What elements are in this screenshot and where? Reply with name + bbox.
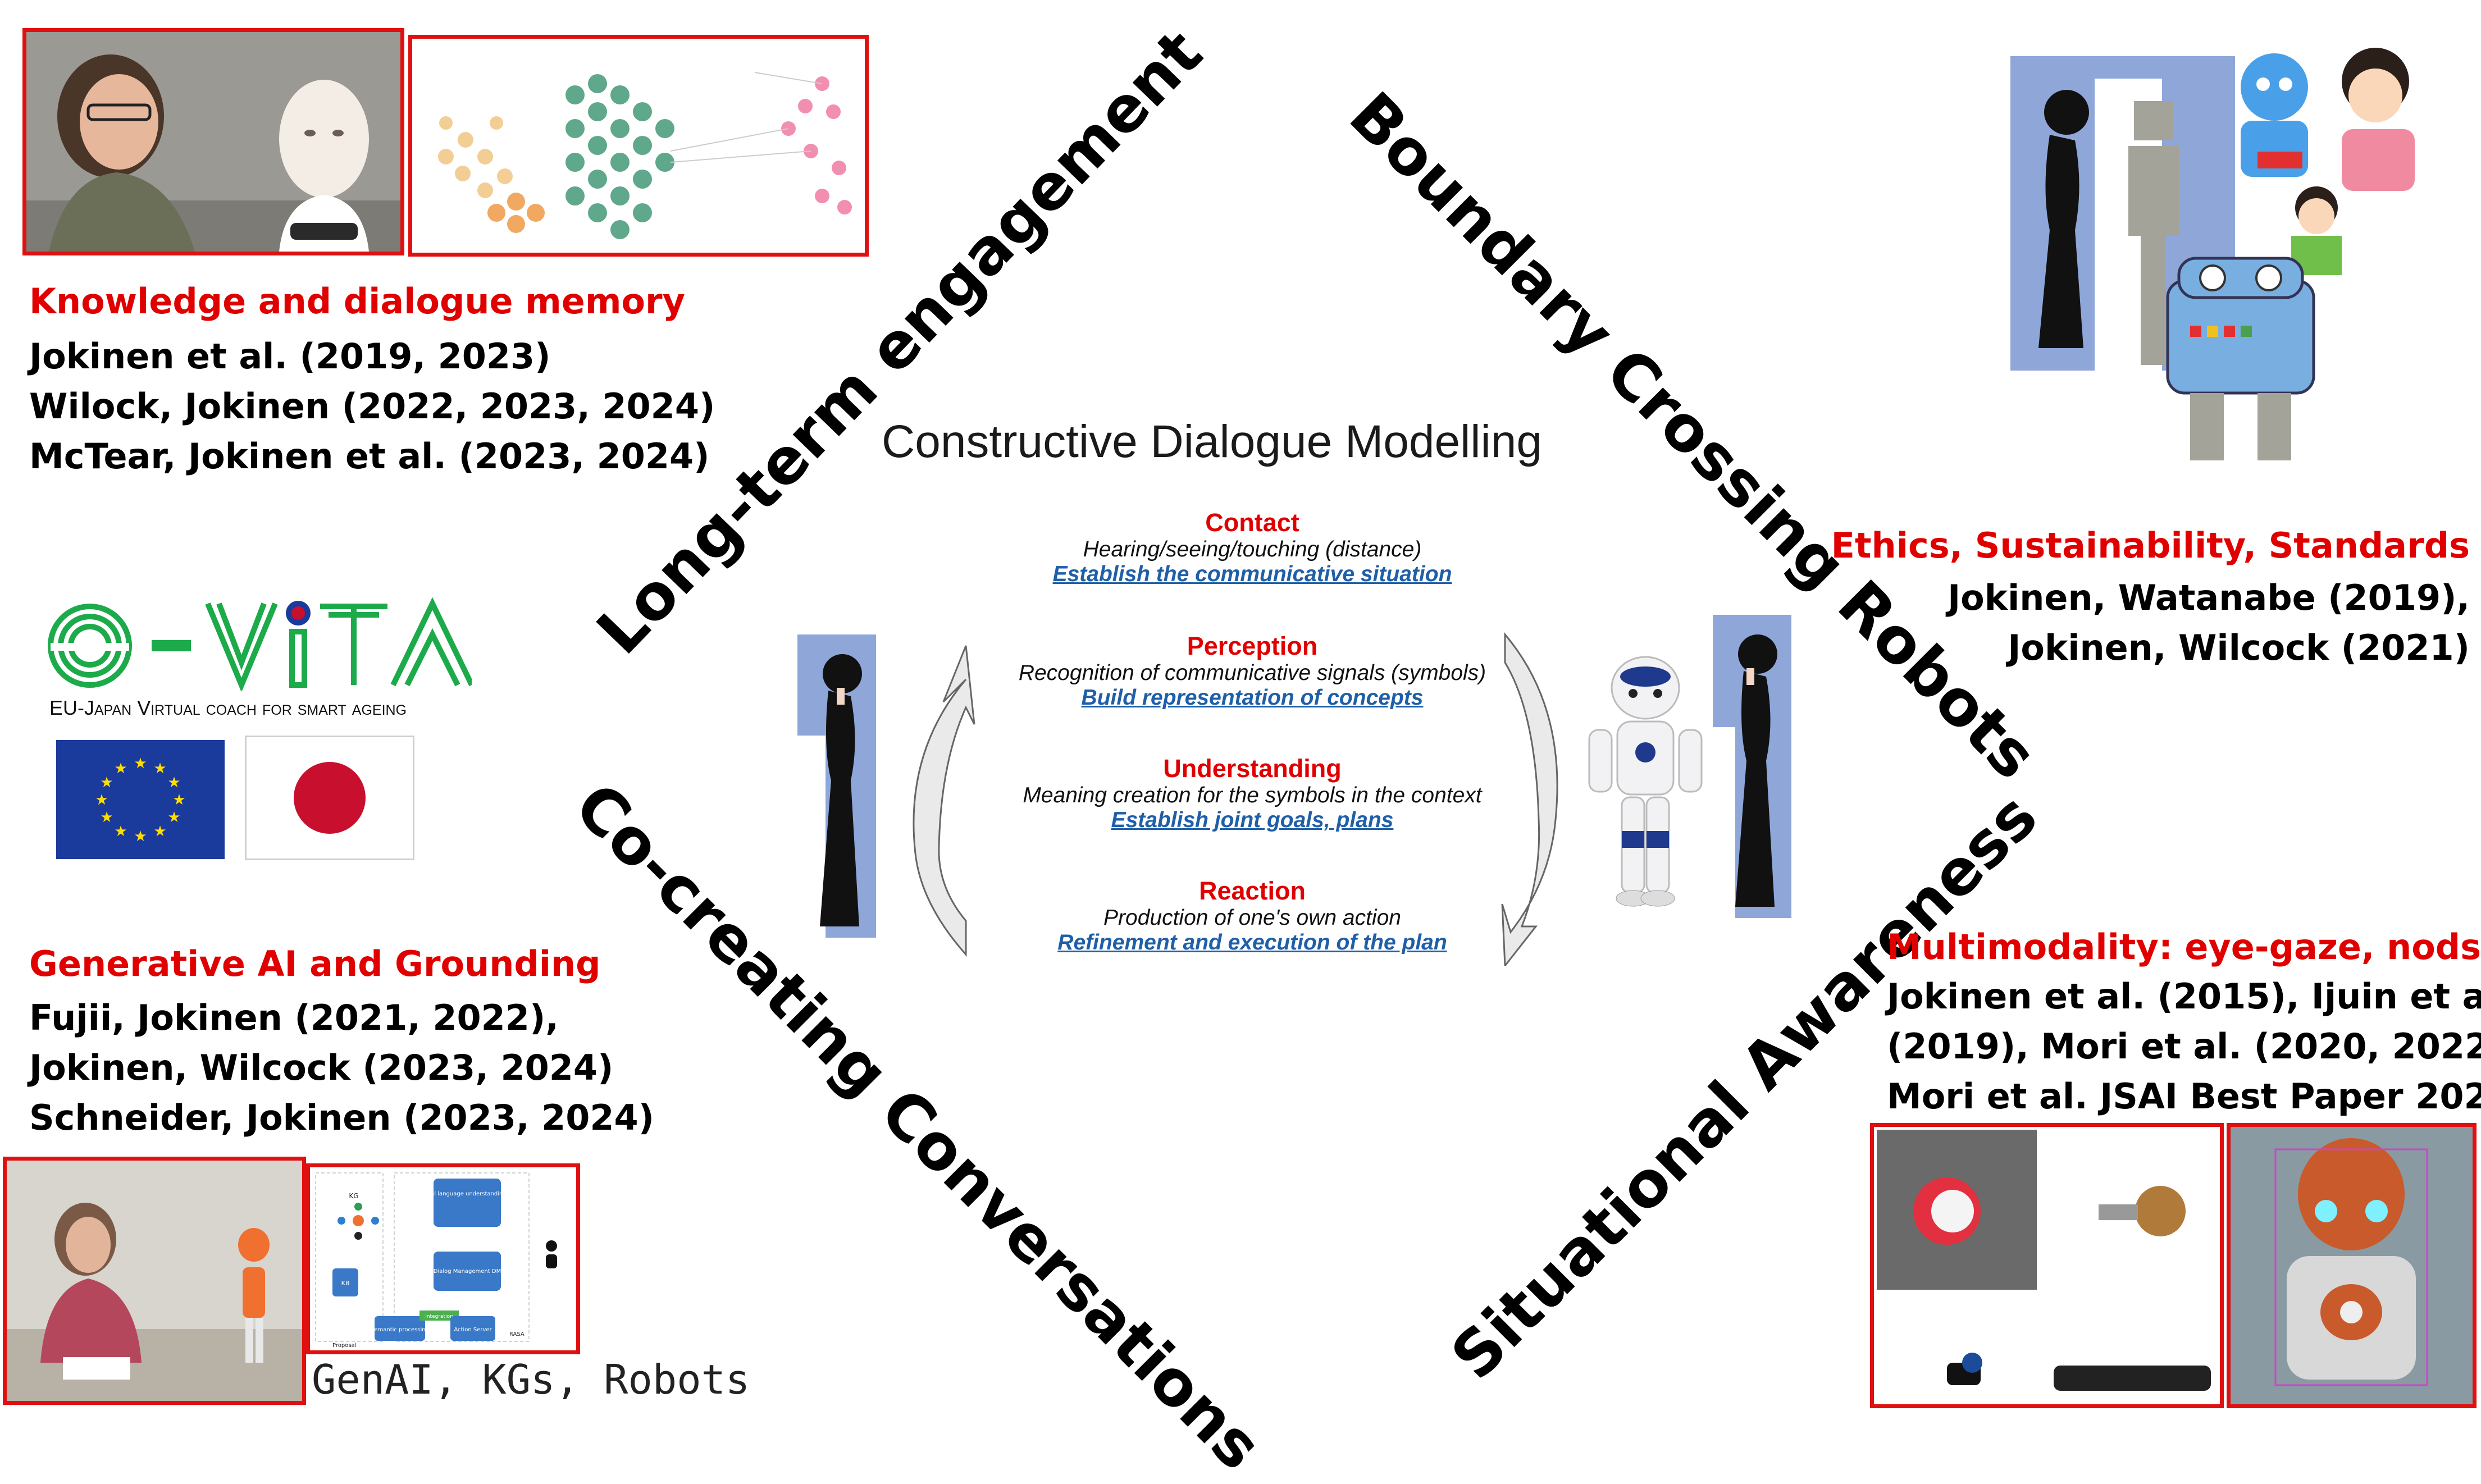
photo-human-robot-dialogue — [22, 28, 404, 255]
kb-label: KB — [341, 1280, 350, 1287]
cycle-arrow-right — [1494, 629, 1572, 969]
step-desc: Meaning creation for the symbols in the … — [1023, 783, 1482, 807]
step-reaction: Reaction Production of one's own action … — [977, 876, 1527, 999]
semantic-label: Semantic processing — [371, 1327, 429, 1333]
step-link[interactable]: Establish the communicative situation — [1052, 562, 1452, 586]
cycle-arrow-left — [899, 640, 977, 966]
action-label: Action Server — [454, 1327, 492, 1333]
step-title: Perception — [1187, 632, 1318, 660]
nlu-label: Natural language understanding NLU — [415, 1191, 519, 1197]
ref-heading-knowledge-memory: Knowledge and dialogue memory — [29, 281, 686, 322]
eu-flag: ★★★★ ★★★★ ★★★★ — [56, 740, 225, 859]
woman-silhouette-left — [797, 634, 876, 938]
svg-text:★: ★ — [134, 828, 147, 845]
ref-line: Mori et al. JSAI Best Paper 2024 — [1887, 1076, 2481, 1117]
step-desc: Production of one's own action — [1103, 906, 1401, 930]
svg-text:★: ★ — [95, 792, 108, 809]
center-title: Constructive Dialogue Modelling — [882, 416, 1542, 467]
proposal-label: Proposal — [332, 1343, 356, 1349]
svg-text:★: ★ — [153, 760, 166, 777]
integration-label: Integration — [425, 1314, 453, 1319]
knowledge-graph-image — [408, 35, 869, 257]
step-understanding: Understanding Meaning creation for the s… — [977, 754, 1527, 876]
evita-logo — [45, 590, 483, 702]
step-title: Understanding — [1163, 754, 1342, 783]
photo-robot-conversation — [3, 1157, 306, 1405]
dm-label: Dialog Management DM — [434, 1268, 501, 1275]
step-link[interactable]: Establish joint goals, plans — [1111, 808, 1394, 832]
ref-line: Jokinen et al. (2019, 2023) — [29, 336, 551, 377]
ref-heading-multimodality: Multimodality: eye-gaze, nods — [1887, 926, 2481, 967]
woman-silhouette-right — [1713, 615, 1791, 918]
step-title: Reaction — [1198, 876, 1306, 905]
svg-text:★: ★ — [100, 774, 113, 791]
kg-rasa-architecture: KG KB Natural language understanding NLU… — [306, 1163, 580, 1354]
ref-line: (2019), Mori et al. (2020, 2022) — [1887, 1026, 2481, 1067]
illustration-humans-and-robots — [2010, 45, 2443, 494]
nao-robot-center — [1567, 646, 1724, 910]
step-contact: Contact Hearing/seeing/touching (distanc… — [977, 508, 1527, 632]
ref-line: Jokinen et al. (2015), Ijuin et al. — [1887, 976, 2481, 1017]
caption-genai-kgs-robots: GenAI, KGs, Robots — [312, 1356, 750, 1403]
rasa-label: RASA — [509, 1331, 525, 1337]
step-desc: Hearing/seeing/touching (distance) — [1083, 537, 1422, 561]
svg-text:★: ★ — [167, 809, 180, 826]
svg-text:★: ★ — [167, 774, 180, 791]
ref-line: Jokinen, Wilcock (2021) — [2008, 627, 2470, 668]
nao-robot-gaze-image — [2227, 1123, 2477, 1408]
svg-text:★: ★ — [114, 760, 127, 777]
eye-tracking-setup-image — [1870, 1123, 2224, 1408]
step-perception: Perception Recognition of communicative … — [977, 632, 1527, 754]
svg-text:★: ★ — [114, 823, 127, 840]
svg-text:★: ★ — [172, 792, 185, 809]
ref-line: Jokinen, Wilcock (2023, 2024) — [29, 1047, 614, 1088]
dialogue-steps: Contact Hearing/seeing/touching (distanc… — [977, 508, 1527, 999]
ref-line: McTear, Jokinen et al. (2023, 2024) — [29, 436, 710, 477]
step-link[interactable]: Build representation of concepts — [1081, 686, 1424, 710]
evita-subtitle: EU-Japan Virtual coach for smart ageing — [49, 696, 407, 719]
kg-label: KG — [349, 1192, 358, 1200]
ref-line: Jokinen, Watanabe (2019), — [1948, 577, 2470, 618]
japan-flag — [245, 736, 414, 860]
ref-heading-ethics: Ethics, Sustainability, Standards — [1831, 525, 2470, 566]
svg-text:★: ★ — [100, 809, 113, 826]
ref-line: Wilock, Jokinen (2022, 2023, 2024) — [29, 386, 715, 427]
ref-heading-generative-ai: Generative AI and Grounding — [29, 943, 601, 984]
svg-text:★: ★ — [153, 823, 166, 840]
step-link[interactable]: Refinement and execution of the plan — [1057, 930, 1447, 955]
ref-line: Schneider, Jokinen (2023, 2024) — [29, 1097, 655, 1138]
step-desc: Recognition of communicative signals (sy… — [1018, 661, 1486, 685]
step-title: Contact — [1205, 508, 1299, 537]
svg-text:★: ★ — [134, 755, 147, 772]
ref-line: Fujii, Jokinen (2021, 2022), — [29, 997, 559, 1038]
